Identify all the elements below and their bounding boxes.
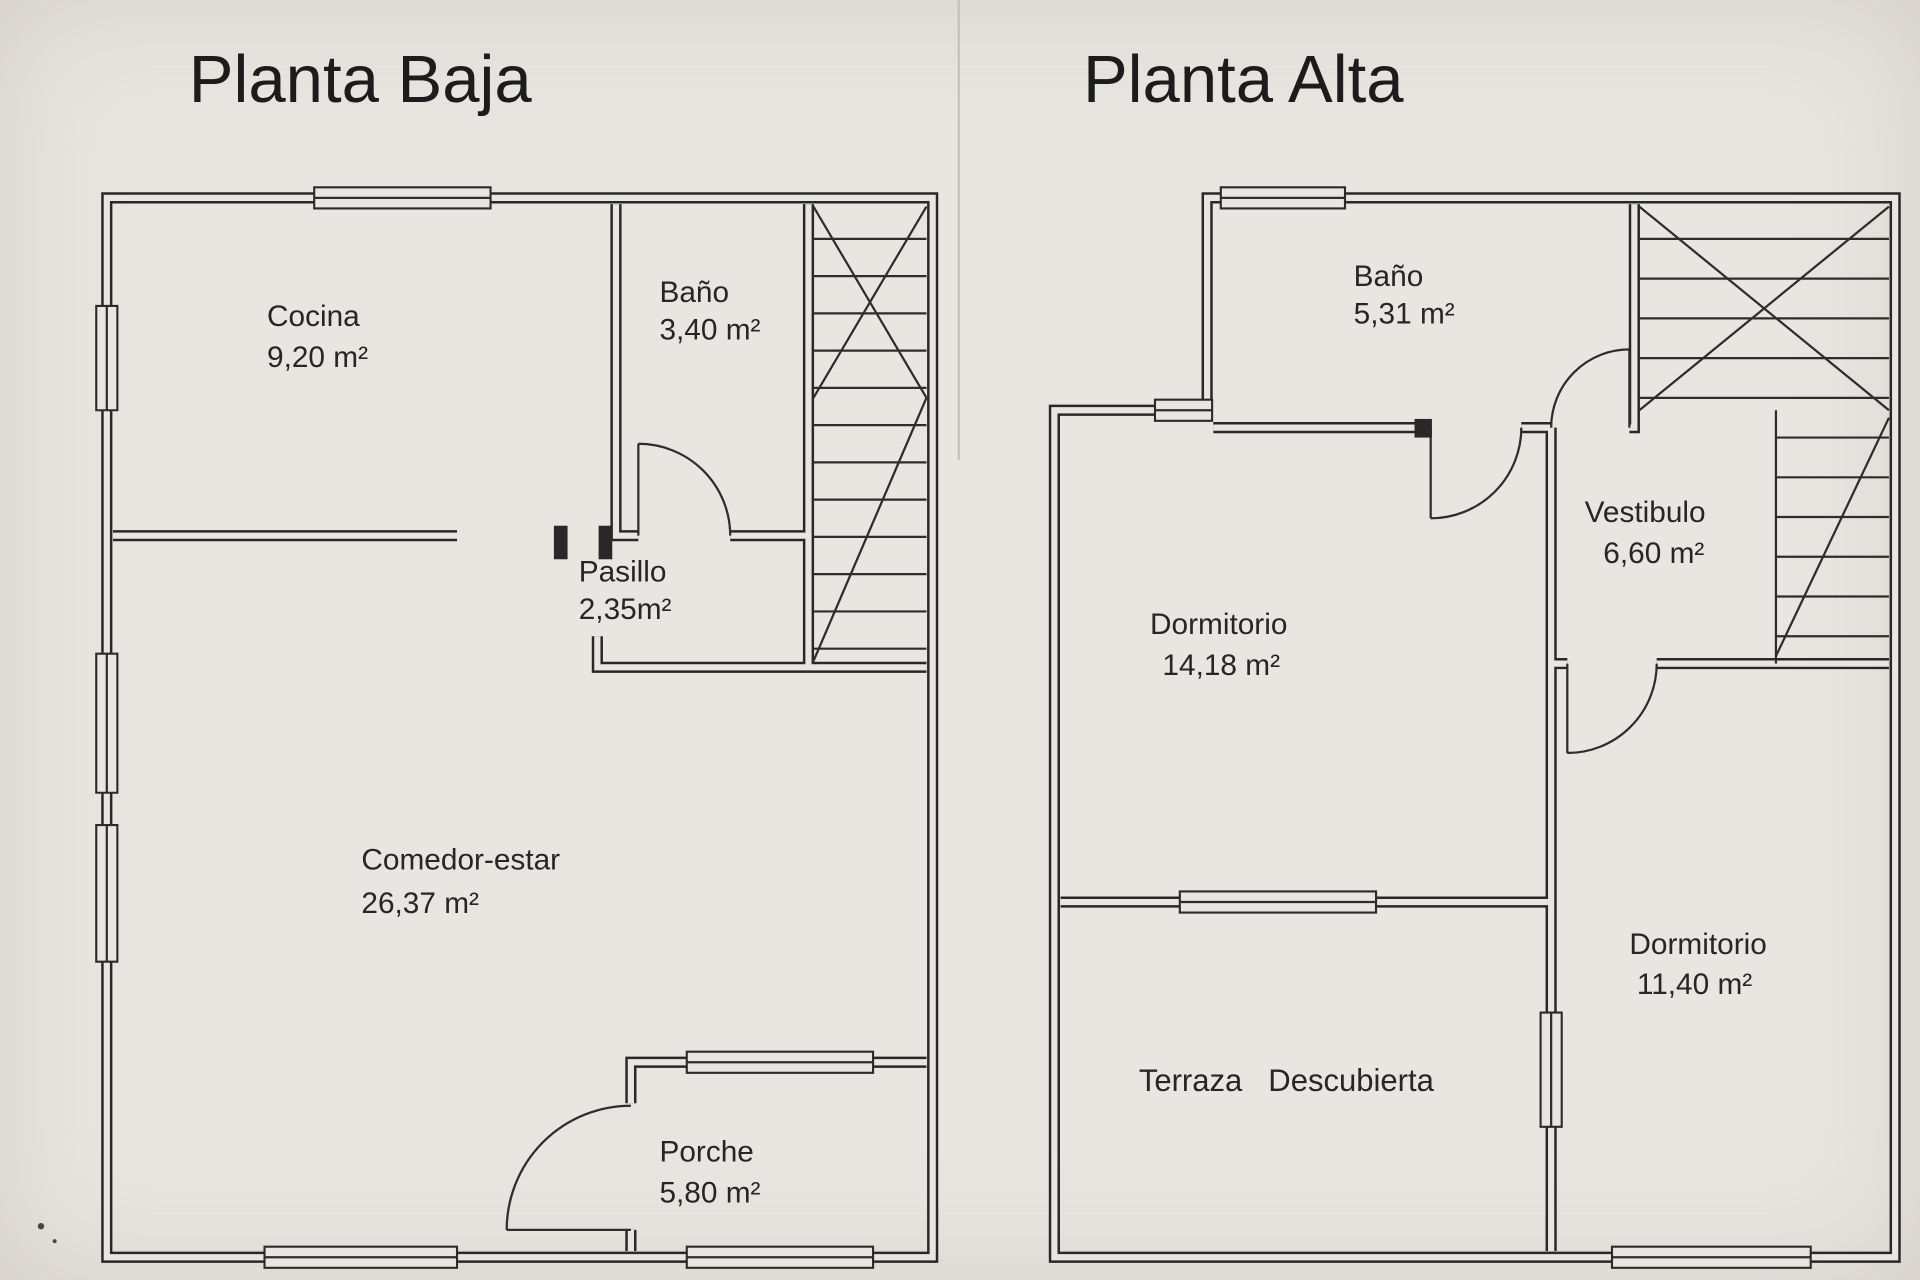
room-name-terraza: Terraza Descubierta <box>1139 1063 1435 1098</box>
door-swings <box>505 442 732 1232</box>
room-name-cocina: Cocina <box>267 300 360 333</box>
room-name-dormitorio-1: Dormitorio <box>1150 608 1287 641</box>
room-area-dormitorio-1: 14,18 m² <box>1162 649 1280 682</box>
room-name-dormitorio-2: Dormitorio <box>1629 928 1766 961</box>
room-name-vestibulo: Vestibulo <box>1585 496 1706 529</box>
windows <box>95 186 875 1269</box>
room-area-bano-pb: 3,40 m² <box>659 313 760 346</box>
door-swings <box>1429 348 1658 755</box>
stairs-symbol <box>1638 205 1890 664</box>
door-jambs <box>553 525 613 560</box>
stairs-symbol <box>812 206 928 662</box>
room-area-pasillo: 2,35m² <box>579 593 672 626</box>
windows <box>1153 186 1812 1269</box>
room-name-comedor: Comedor-estar <box>361 844 560 877</box>
room-area-comedor: 26,37 m² <box>361 887 479 920</box>
plan-title-planta-baja: Planta Baja <box>189 42 533 117</box>
planta-alta-plan: Planta Alta Baño 5,31 m² Vestibulo 6,60 … <box>1054 42 1895 1269</box>
room-area-cocina: 9,20 m² <box>267 341 368 374</box>
room-area-dormitorio-2: 11,40 m² <box>1637 968 1752 1001</box>
room-name-pasillo: Pasillo <box>579 556 667 589</box>
room-name-bano-pa: Baño <box>1354 260 1424 293</box>
room-area-bano-pa: 5,31 m² <box>1354 297 1455 330</box>
scan-artifacts <box>37 0 960 1244</box>
walls <box>1054 198 1895 1257</box>
room-name-bano-pb: Baño <box>659 276 729 309</box>
room-area-porche: 5,80 m² <box>659 1177 760 1210</box>
walls <box>107 198 933 1257</box>
room-area-vestibulo: 6,60 m² <box>1603 537 1704 570</box>
planta-baja-plan: Planta Baja Cocina 9,20 m² Baño 3,40 m² … <box>95 42 933 1269</box>
room-name-porche: Porche <box>659 1136 753 1169</box>
plan-title-planta-alta: Planta Alta <box>1083 42 1404 117</box>
door-jambs <box>1414 418 1432 438</box>
